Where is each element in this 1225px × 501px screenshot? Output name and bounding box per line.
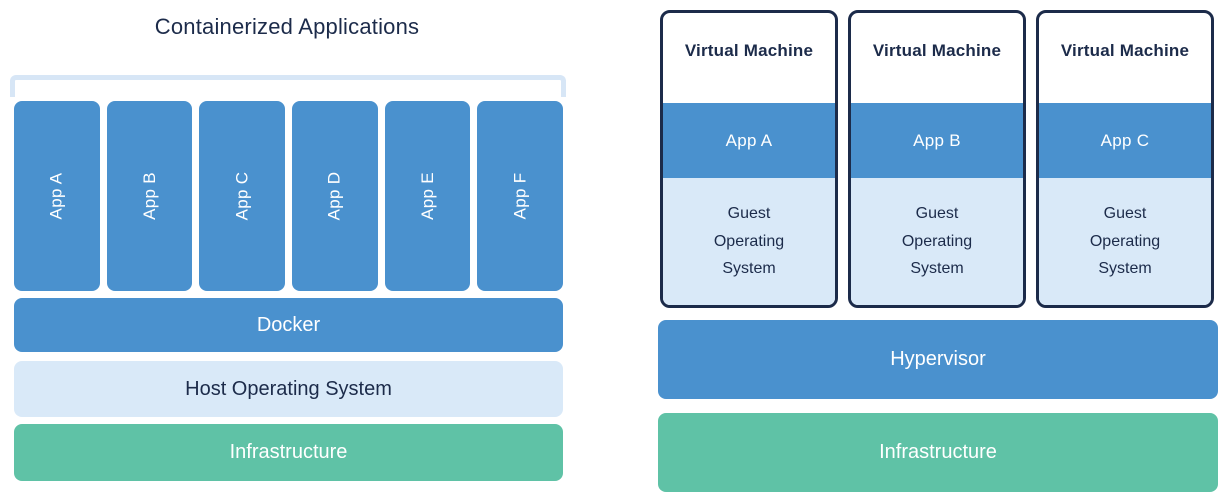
vm-row: Virtual Machine App A Guest Operating Sy…	[660, 10, 1214, 308]
container-app-label: App C	[232, 171, 252, 221]
containers-title: Containerized Applications	[154, 14, 420, 39]
container-app-b: App B	[106, 101, 193, 291]
vms-panel: Virtual Machine App A Guest Operating Sy…	[658, 0, 1218, 501]
vm-app-layer: App C	[1039, 103, 1211, 178]
hypervisor-label: Hypervisor	[890, 348, 986, 370]
vm-box-2: Virtual Machine App B Guest Operating Sy…	[848, 10, 1026, 308]
vm-title: Virtual Machine	[872, 41, 1002, 60]
infrastructure-layer-left: Infrastructure	[14, 424, 563, 481]
vm-guest-os-label: Guest Operating System	[1089, 205, 1161, 278]
container-apps-row: App A App B App C App D App E App F	[14, 101, 564, 291]
vm-title: Virtual Machine	[1060, 41, 1190, 60]
container-app-f: App F	[477, 101, 564, 291]
vm-guest-os-layer: Guest Operating System	[663, 178, 835, 305]
hypervisor-layer: Hypervisor	[658, 320, 1218, 399]
docker-layer: Docker	[14, 298, 563, 352]
container-app-label: App B	[139, 172, 159, 220]
container-app-d: App D	[292, 101, 378, 291]
infrastructure-layer-right: Infrastructure	[658, 413, 1218, 492]
infrastructure-label: Infrastructure	[879, 441, 997, 463]
vm-box-1: Virtual Machine App A Guest Operating Sy…	[660, 10, 838, 308]
vm-app-label: App A	[725, 130, 773, 150]
infrastructure-label: Infrastructure	[229, 441, 348, 463]
container-app-c: App C	[199, 101, 286, 291]
docker-label: Docker	[256, 313, 321, 336]
vm-app-layer: App A	[663, 103, 835, 178]
containers-panel: Containerized Applications App A App B A…	[10, 0, 566, 501]
container-app-a: App A	[14, 101, 100, 291]
container-app-label: App E	[417, 172, 437, 220]
host-os-label: Host Operating System	[185, 377, 392, 400]
vm-app-label: App B	[913, 130, 961, 150]
container-app-label: App F	[510, 172, 530, 220]
vm-app-layer: App B	[851, 103, 1023, 178]
vm-guest-os-layer: Guest Operating System	[1039, 178, 1211, 305]
container-app-label: App A	[46, 172, 66, 220]
vm-guest-os-layer: Guest Operating System	[851, 178, 1023, 305]
vm-title: Virtual Machine	[684, 41, 814, 60]
container-group-bracket	[10, 75, 566, 97]
container-app-label: App D	[324, 171, 344, 221]
vm-app-label: App C	[1100, 130, 1150, 150]
host-os-layer: Host Operating System	[14, 361, 563, 417]
vm-guest-os-label: Guest Operating System	[901, 205, 973, 278]
container-app-e: App E	[384, 101, 471, 291]
vm-guest-os-label: Guest Operating System	[713, 205, 785, 278]
vm-box-3: Virtual Machine App C Guest Operating Sy…	[1036, 10, 1214, 308]
